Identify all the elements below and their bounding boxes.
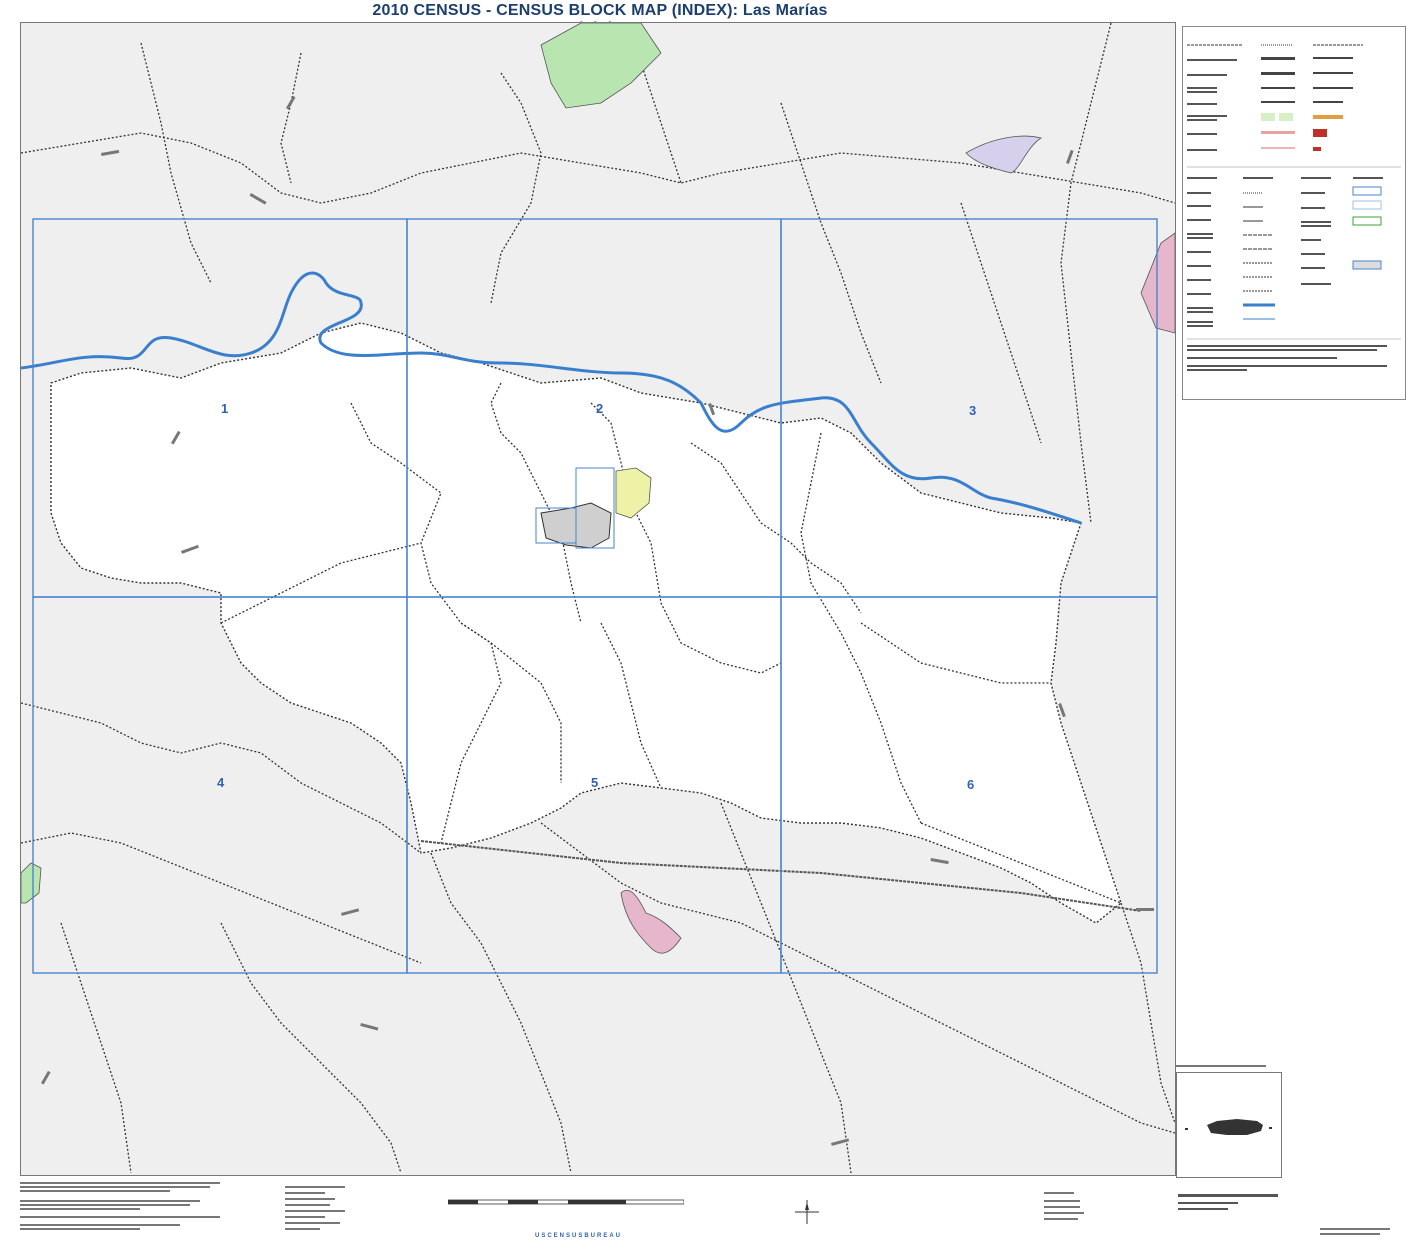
scale-bar <box>448 1199 684 1205</box>
map-title: 2010 CENSUS - CENSUS BLOCK MAP (INDEX): … <box>372 2 828 37</box>
external-boundaries <box>21 23 1175 1174</box>
sheet-labels: 1 2 3 4 5 6 <box>217 401 976 792</box>
sheet-number-1: 1 <box>221 401 228 416</box>
place-pink-east <box>1140 232 1175 334</box>
sheet-number-2: 2 <box>596 401 603 416</box>
map-canvas[interactable]: 1 2 3 4 5 6 <box>20 22 1176 1176</box>
legend-graphics <box>1187 44 1401 371</box>
footer-fine-print <box>20 1182 220 1230</box>
north-arrow-icon <box>795 1200 819 1224</box>
footer-legend-notes <box>285 1186 345 1230</box>
sheet-cell-6[interactable] <box>780 596 1158 974</box>
sheet-number-5: 5 <box>591 775 598 790</box>
map-svg: 1 2 3 4 5 6 <box>21 23 1175 1174</box>
place-green-north <box>540 23 662 109</box>
census-bureau-logo: USCENSUSBUREAU <box>535 1233 623 1239</box>
locator-svg <box>1185 1119 1272 1135</box>
barrio-boundaries <box>220 382 1051 844</box>
entity-name-block <box>1178 1194 1278 1210</box>
sheet-index-list <box>1044 1192 1084 1220</box>
place-lavender <box>965 135 1042 174</box>
puerto-rico-outline <box>1207 1119 1263 1135</box>
river <box>21 271 1082 525</box>
place-green-west <box>21 862 42 904</box>
footer-right-notes <box>1320 1228 1390 1235</box>
inset-box-b <box>575 467 615 549</box>
legend-panel <box>1182 26 1406 400</box>
municipio-area <box>50 322 1122 924</box>
locator-caption-bar <box>1176 1065 1266 1067</box>
highway-line <box>420 840 1142 912</box>
sheet-grid <box>32 218 1158 974</box>
place-pink-south <box>620 890 682 954</box>
sheet-number-6: 6 <box>967 777 974 792</box>
road-shields <box>41 95 1154 1146</box>
place-yellow <box>615 467 652 519</box>
sheet-number-4: 4 <box>217 775 225 790</box>
locator-map <box>1176 1072 1282 1178</box>
sheet-number-3: 3 <box>969 403 976 418</box>
